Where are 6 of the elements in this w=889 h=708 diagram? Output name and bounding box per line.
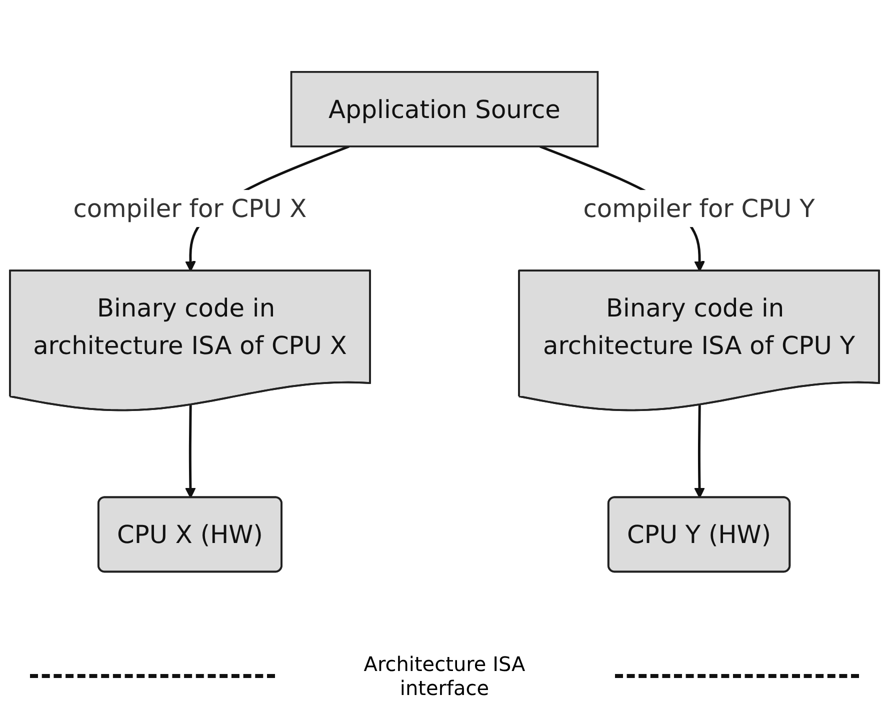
arrow [185,405,196,498]
edge-label: compiler for CPU Y [583,194,815,224]
interface-label: Architecture ISA interface [362,652,526,700]
arrow [694,405,705,498]
edge-label: compiler for CPU X [73,194,307,224]
node-box: Application Source [290,71,599,148]
